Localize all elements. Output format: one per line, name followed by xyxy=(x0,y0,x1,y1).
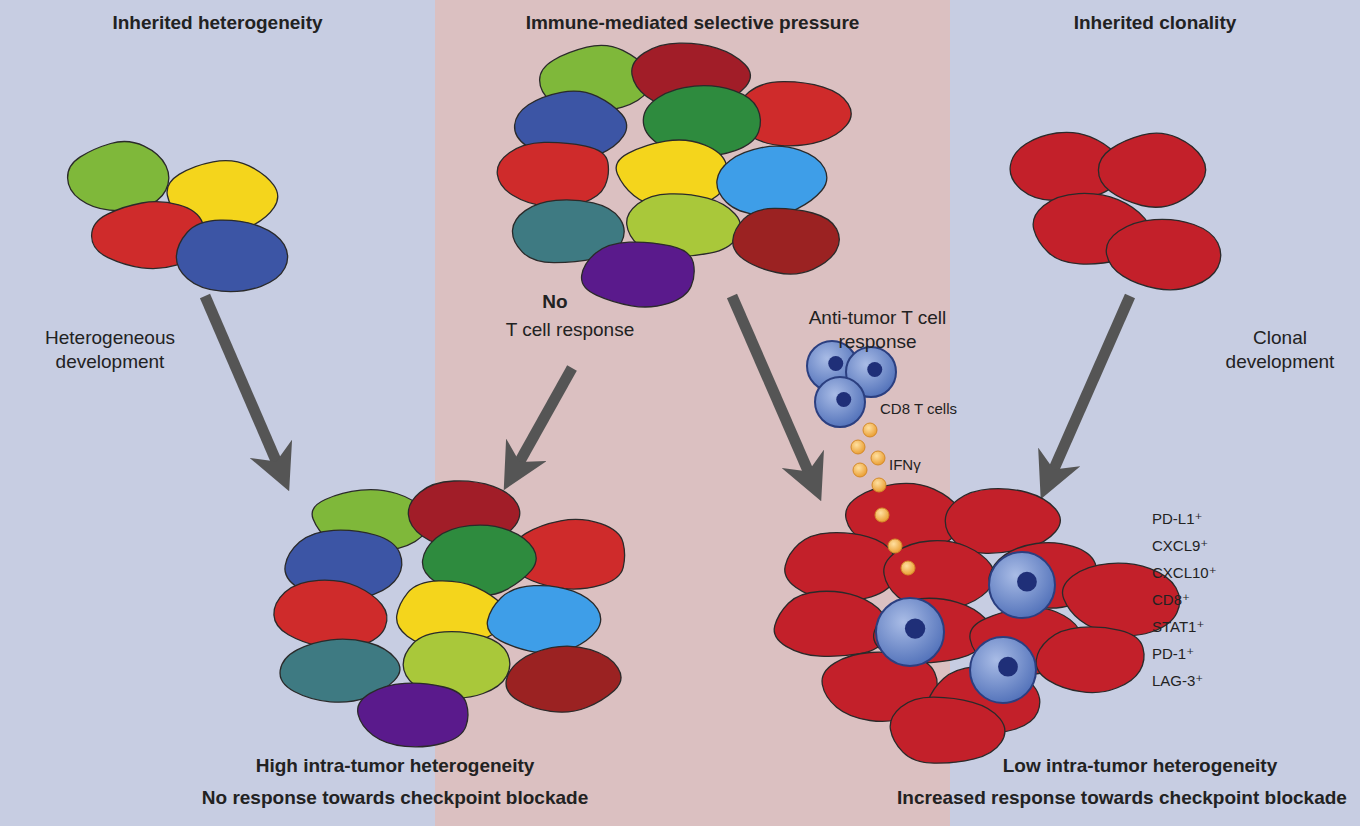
t-cell-nucleus xyxy=(998,657,1018,677)
arrow xyxy=(515,368,572,470)
text-label: CD8 T cells xyxy=(880,400,1000,419)
text-label: Clonal development xyxy=(1215,326,1345,374)
t-cell-nucleus xyxy=(905,618,925,638)
ifn-particle xyxy=(872,478,886,492)
tumor-cell xyxy=(1106,219,1221,290)
ifn-particle xyxy=(853,463,867,477)
ifn-particle xyxy=(863,423,877,437)
tumor-cell xyxy=(506,646,621,712)
tumor-cell xyxy=(1036,627,1144,693)
t-cell xyxy=(876,598,944,666)
text-label: T cell response xyxy=(470,318,670,342)
column-heading: Inherited heterogeneity xyxy=(0,12,435,34)
text-label: STAT1⁺ xyxy=(1152,618,1262,637)
text-label: CXCL9⁺ xyxy=(1152,537,1262,556)
t-cell-nucleus xyxy=(1017,572,1037,592)
text-label: PD-L1⁺ xyxy=(1152,510,1262,529)
t-cell-nucleus xyxy=(828,356,843,371)
tumor-cell xyxy=(274,580,387,649)
tumor-cell xyxy=(68,142,169,211)
column-heading: Inherited clonality xyxy=(950,12,1360,34)
column-heading: Immune-mediated selective pressure xyxy=(435,12,950,34)
text-label: LAG-3⁺ xyxy=(1152,672,1262,691)
tumor-cell xyxy=(1098,133,1205,207)
text-label: Low intra-tumor heterogeneity xyxy=(940,754,1340,778)
t-cell-nucleus xyxy=(836,392,851,407)
t-cell xyxy=(989,552,1055,618)
arrow xyxy=(205,296,280,470)
ifn-particle xyxy=(871,451,885,465)
arrow xyxy=(1050,296,1130,478)
text-label: PD-1⁺ xyxy=(1152,645,1262,664)
ifn-particle xyxy=(875,508,889,522)
tumor-cell xyxy=(733,208,840,274)
tumor-cell xyxy=(582,242,695,307)
ifn-particle xyxy=(901,561,915,575)
text-label: Increased response towards checkpoint bl… xyxy=(890,786,1354,810)
ifn-particle xyxy=(888,539,902,553)
ifn-particle xyxy=(851,440,865,454)
band-ground xyxy=(950,0,1360,826)
tumor-cell xyxy=(176,220,287,292)
text-label: No xyxy=(525,290,585,314)
t-cell xyxy=(815,377,865,427)
tumor-cell xyxy=(774,591,888,656)
text-label: IFNγ xyxy=(889,456,949,475)
text-label: CD8⁺ xyxy=(1152,591,1262,610)
text-label: Heterogeneous development xyxy=(15,326,205,374)
tumor-cell xyxy=(785,533,897,601)
t-cell xyxy=(970,637,1036,703)
text-label: No response towards checkpoint blockade xyxy=(145,786,645,810)
text-label: Anti-tumor T cell response xyxy=(790,306,965,354)
tumor-cell xyxy=(890,697,1005,763)
tumor-cell xyxy=(487,586,600,654)
tumor-cell xyxy=(497,142,608,207)
band-ground xyxy=(435,0,950,826)
arrow xyxy=(732,296,812,480)
tumor-cell xyxy=(358,683,468,747)
t-cell-nucleus xyxy=(867,362,882,377)
text-label: CXCL10⁺ xyxy=(1152,564,1262,583)
text-label: High intra-tumor heterogeneity xyxy=(195,754,595,778)
tumor-cell xyxy=(717,146,827,215)
